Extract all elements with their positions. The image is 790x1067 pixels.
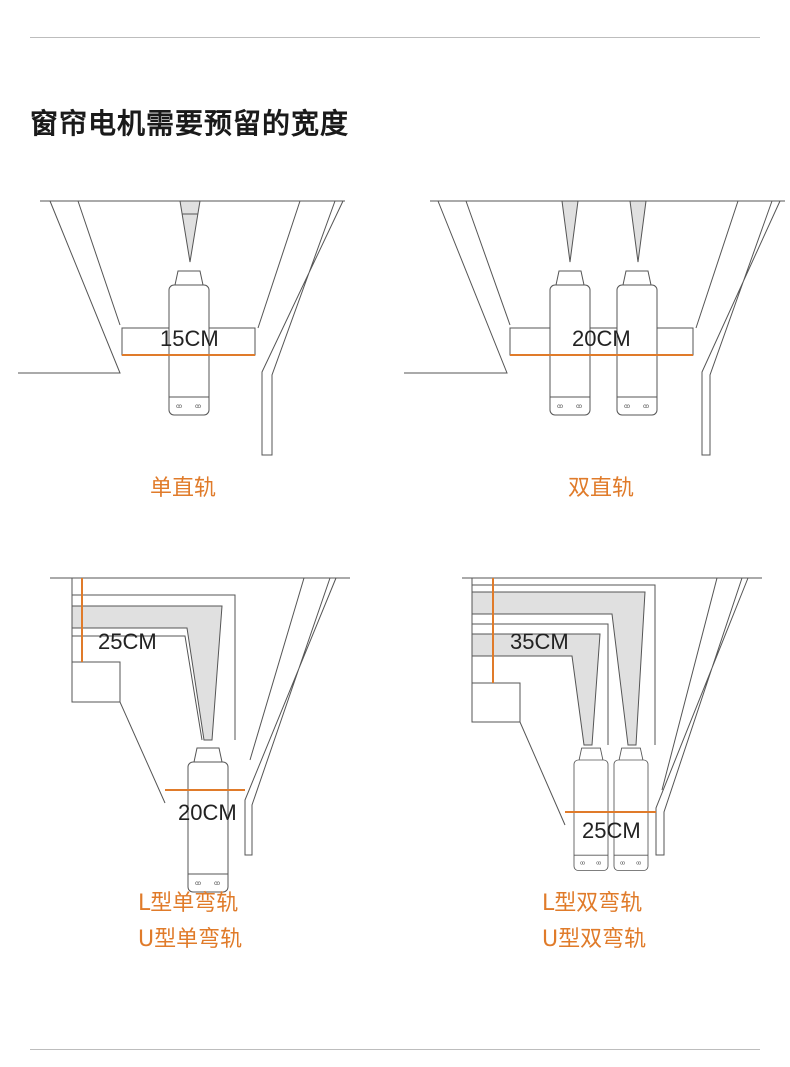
panel-single-bent-track: 25CM 20CM xyxy=(50,577,350,893)
panel-double-straight-track: 20CM xyxy=(404,200,785,456)
label-20cm: 20CM xyxy=(572,326,631,351)
caption-u-double-bent: U型双弯轨 xyxy=(542,927,647,952)
top-divider xyxy=(30,37,760,38)
label-25cm: 25CM xyxy=(98,629,157,654)
page-title: 窗帘电机需要预留的宽度 xyxy=(30,107,350,140)
panel-single-straight-track: 15CM xyxy=(18,200,345,456)
label-15cm: 15CM xyxy=(160,326,219,351)
panel-double-bent-track: 35CM 25CM xyxy=(462,577,762,871)
caption-l-double-bent: L型双弯轨 xyxy=(542,891,643,916)
label-20cm-bent: 20CM xyxy=(178,800,237,825)
caption-u-single-bent: U型单弯轨 xyxy=(138,927,243,952)
caption-l-single-bent: L型单弯轨 xyxy=(138,891,239,916)
label-25cm-bent: 25CM xyxy=(582,818,641,843)
label-35cm: 35CM xyxy=(510,629,569,654)
bottom-divider xyxy=(30,1049,760,1050)
caption-single-straight: 单直轨 xyxy=(150,476,217,501)
caption-double-straight: 双直轨 xyxy=(568,476,635,501)
